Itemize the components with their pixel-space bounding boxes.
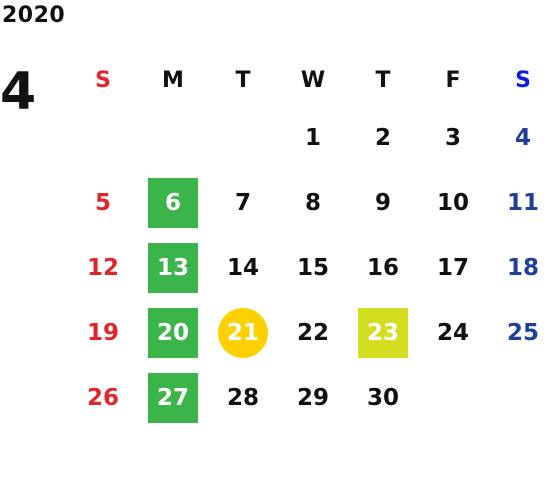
day-3[interactable]: 3 (444, 124, 461, 151)
day-27[interactable]: 27 (148, 372, 198, 423)
calendar-cell: 4 (488, 105, 548, 170)
calendar-cell: 13 (138, 235, 208, 300)
weekday-header-thu: T (375, 67, 391, 93)
calendar-cell: 2 (348, 105, 418, 170)
calendar-cell: 14 (208, 235, 278, 300)
month-number: 4 (0, 62, 37, 122)
day-5[interactable]: 5 (94, 189, 111, 216)
calendar-cell: 26 (68, 365, 138, 430)
calendar-cell: 5 (68, 170, 138, 235)
calendar-cell: 30 (348, 365, 418, 430)
day-29[interactable]: 29 (296, 384, 329, 411)
day-18[interactable]: 18 (506, 254, 539, 281)
day-7[interactable]: 7 (234, 189, 251, 216)
calendar-cell (208, 105, 278, 170)
calendar-cell: 12 (68, 235, 138, 300)
calendar-cell: 27 (138, 365, 208, 430)
calendar-cell: 11 (488, 170, 548, 235)
day-15[interactable]: 15 (296, 254, 329, 281)
calendar-cell: 7 (208, 170, 278, 235)
weekday-header-wed: W (300, 67, 326, 93)
weekday-header-fri: F (445, 67, 461, 93)
calendar-cell: 29 (278, 365, 348, 430)
calendar-cell: 21 (208, 300, 278, 365)
calendar-cell: 25 (488, 300, 548, 365)
calendar-cell: 15 (278, 235, 348, 300)
calendar-cell: 24 (418, 300, 488, 365)
day-12[interactable]: 12 (86, 254, 119, 281)
calendar-cell: 28 (208, 365, 278, 430)
weekday-header-sun: S (95, 67, 111, 93)
day-17[interactable]: 17 (436, 254, 469, 281)
weekday-header-mon: M (162, 67, 184, 93)
calendar-cell: 23 (348, 300, 418, 365)
calendar-cell: 16 (348, 235, 418, 300)
day-24[interactable]: 24 (436, 319, 469, 346)
day-11[interactable]: 11 (506, 189, 539, 216)
day-22[interactable]: 22 (296, 319, 329, 346)
calendar-cell (138, 105, 208, 170)
day-10[interactable]: 10 (436, 189, 469, 216)
day-14[interactable]: 14 (226, 254, 259, 281)
weekday-header-tue: T (235, 67, 251, 93)
day-30[interactable]: 30 (366, 384, 399, 411)
calendar-cell (488, 365, 548, 430)
calendar-cell: 20 (138, 300, 208, 365)
day-25[interactable]: 25 (506, 319, 539, 346)
day-28[interactable]: 28 (226, 384, 259, 411)
calendar-cell: 8 (278, 170, 348, 235)
day-26[interactable]: 26 (86, 384, 119, 411)
calendar-cell: 17 (418, 235, 488, 300)
calendar-cell: 9 (348, 170, 418, 235)
calendar-cell: 3 (418, 105, 488, 170)
day-6[interactable]: 6 (148, 177, 198, 228)
calendar-cell: 18 (488, 235, 548, 300)
day-9[interactable]: 9 (374, 189, 391, 216)
calendar-cell (68, 105, 138, 170)
day-1[interactable]: 1 (304, 124, 321, 151)
calendar-cell: 19 (68, 300, 138, 365)
day-21[interactable]: 21 (218, 307, 268, 358)
day-20[interactable]: 20 (148, 307, 198, 358)
year-label: 2020 (2, 3, 66, 28)
day-13[interactable]: 13 (148, 242, 198, 293)
calendar-cell: 6 (138, 170, 208, 235)
calendar-cell: 1 (278, 105, 348, 170)
weekday-header-sat: S (515, 67, 531, 93)
day-19[interactable]: 19 (86, 319, 119, 346)
calendar-cell: 22 (278, 300, 348, 365)
day-16[interactable]: 16 (366, 254, 399, 281)
calendar-cell (418, 365, 488, 430)
day-8[interactable]: 8 (304, 189, 321, 216)
calendar-cell: 10 (418, 170, 488, 235)
day-2[interactable]: 2 (374, 124, 391, 151)
day-23[interactable]: 23 (358, 307, 408, 358)
day-4[interactable]: 4 (514, 124, 531, 151)
